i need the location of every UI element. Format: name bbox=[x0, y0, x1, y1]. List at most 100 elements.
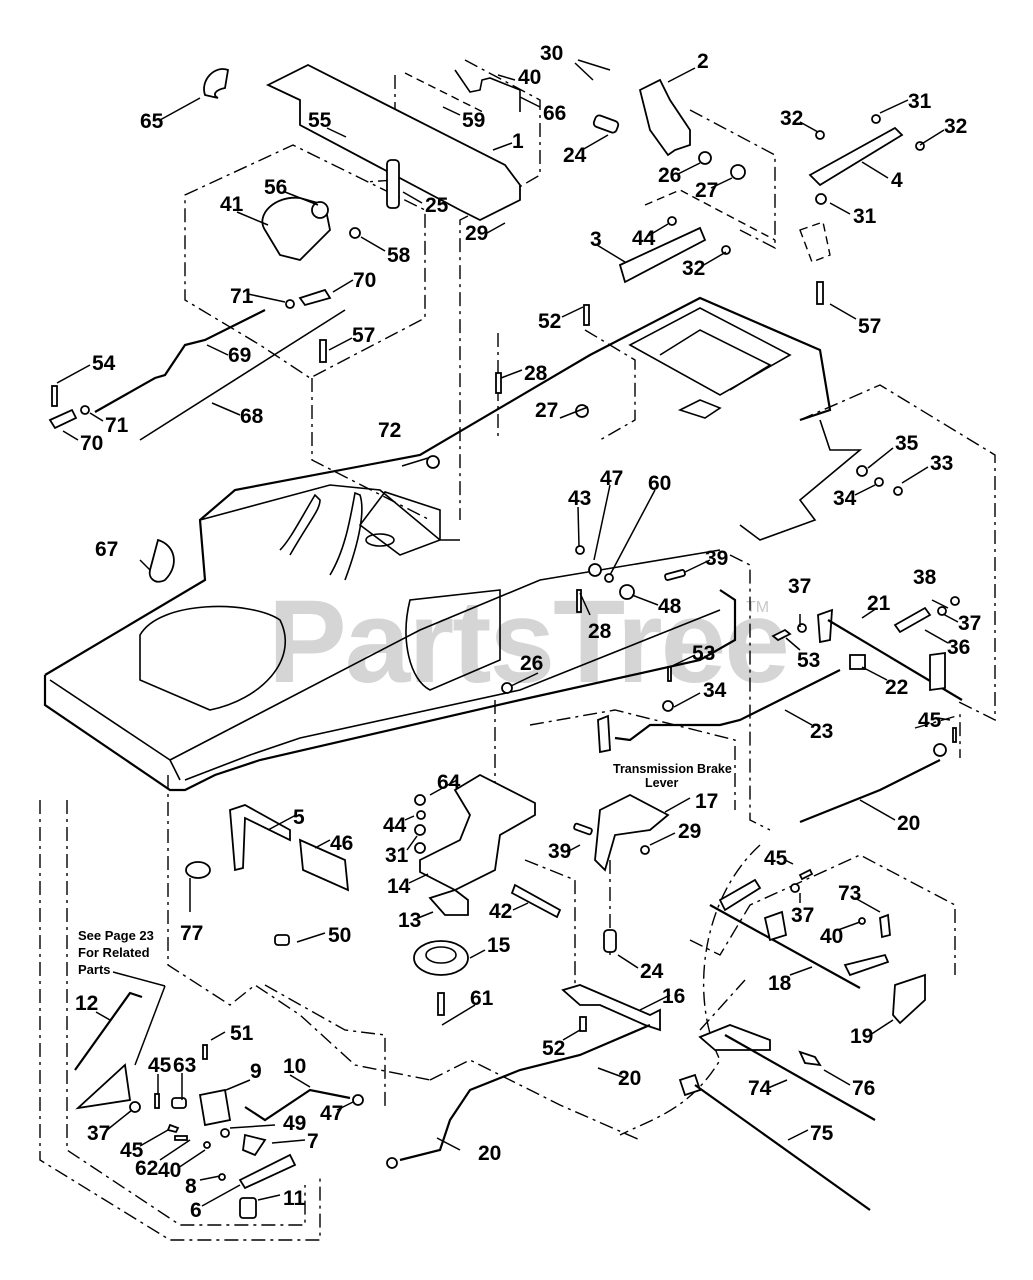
callout-29: 29 bbox=[465, 222, 488, 245]
group-outline-10 bbox=[264, 984, 386, 1110]
callout-52: 52 bbox=[542, 1037, 565, 1060]
frame-side-rail bbox=[169, 549, 721, 761]
group-line-right-vert bbox=[729, 554, 771, 831]
callout-75: 75 bbox=[810, 1122, 834, 1145]
frame-tunnel bbox=[199, 484, 460, 541]
group-outline-gear bbox=[184, 144, 426, 379]
callout-55: 55 bbox=[308, 109, 332, 132]
group-outline-cable bbox=[429, 1059, 641, 1141]
callout-77: 77 bbox=[180, 922, 203, 945]
part-21-arm-b bbox=[929, 651, 946, 692]
callout-58: 58 bbox=[387, 244, 411, 267]
part-37-washer-b bbox=[937, 606, 947, 616]
part-47-washer-a bbox=[588, 563, 602, 577]
part-71-nut-a bbox=[285, 299, 295, 309]
part-68-leader-line bbox=[139, 309, 346, 441]
part-19-plate bbox=[892, 973, 926, 1025]
part-56-washer bbox=[311, 201, 329, 219]
part-24-bolt bbox=[592, 114, 620, 134]
callout-38: 38 bbox=[913, 566, 937, 589]
callout-28: 28 bbox=[524, 362, 548, 385]
callout-2: 2 bbox=[697, 50, 709, 73]
part-70-clevis-a bbox=[298, 288, 332, 307]
part-15-pulley-hub bbox=[425, 946, 457, 964]
part-45-pin-d bbox=[166, 1123, 180, 1134]
part-45-pin-c bbox=[154, 1093, 160, 1109]
callout-40: 40 bbox=[518, 66, 541, 89]
callout-4: 4 bbox=[891, 169, 903, 192]
callout-40: 40 bbox=[158, 1159, 181, 1182]
chassis-frame bbox=[43, 296, 863, 792]
part-38-nut bbox=[950, 596, 960, 606]
group-outline-bottom-left-inner bbox=[66, 800, 306, 1226]
callout-34: 34 bbox=[833, 487, 857, 510]
part-74-rod bbox=[724, 1034, 876, 1121]
callout-42: 42 bbox=[489, 900, 512, 923]
callout-12: 12 bbox=[75, 992, 98, 1015]
group-outline-pedal bbox=[167, 775, 431, 1081]
part-15-pulley bbox=[413, 940, 469, 976]
part-22-block bbox=[849, 654, 866, 670]
callout-46: 46 bbox=[330, 832, 353, 855]
part-18-arm-b bbox=[843, 953, 890, 977]
callout-28: 28 bbox=[588, 620, 612, 643]
callout-48: 48 bbox=[658, 595, 682, 618]
callout-13: 13 bbox=[398, 909, 421, 932]
part-28-screw-a bbox=[495, 372, 502, 394]
part-70-clevis-b bbox=[48, 408, 78, 430]
part-12-plate bbox=[75, 1063, 132, 1110]
callout-31: 31 bbox=[385, 844, 409, 867]
part-63-sleeve bbox=[171, 1097, 187, 1109]
callout-32: 32 bbox=[944, 115, 967, 138]
callout-37: 37 bbox=[958, 612, 981, 635]
callout-39: 39 bbox=[705, 547, 728, 570]
part-51-pin bbox=[202, 1044, 208, 1060]
callout-64: 64 bbox=[437, 771, 461, 794]
callout-22: 22 bbox=[885, 676, 908, 699]
callout-23: 23 bbox=[810, 720, 833, 743]
part-52-screw-b bbox=[579, 1016, 587, 1032]
callout-62: 62 bbox=[135, 1157, 158, 1180]
callout-29: 29 bbox=[678, 820, 701, 843]
callout-35: 35 bbox=[895, 432, 919, 455]
part-54-bolt bbox=[51, 385, 58, 407]
callout-21: 21 bbox=[867, 592, 891, 615]
callout-45: 45 bbox=[148, 1054, 172, 1077]
frame-battery-box bbox=[628, 307, 792, 396]
part-9-bracket bbox=[198, 1088, 232, 1127]
part-75-rod bbox=[694, 1084, 871, 1211]
frame-battery-box-inner bbox=[659, 329, 772, 391]
callout-41: 41 bbox=[220, 193, 244, 216]
part-40-nut-b bbox=[858, 917, 866, 925]
callout-44: 44 bbox=[383, 814, 407, 837]
group-outline-hood bbox=[689, 109, 776, 250]
callout-9: 9 bbox=[250, 1060, 262, 1083]
part-71-nut-b bbox=[80, 405, 90, 415]
part-21-arm-a bbox=[817, 608, 833, 644]
part-6-plate bbox=[238, 1153, 297, 1190]
part-24-fitting bbox=[603, 929, 617, 953]
callout-71: 71 bbox=[105, 414, 129, 437]
frame-outline-top bbox=[44, 296, 832, 676]
callout-8: 8 bbox=[185, 1175, 197, 1198]
part-43-nut bbox=[575, 545, 585, 555]
frame-pedal-slot-1 bbox=[279, 493, 321, 556]
callout-39: 39 bbox=[548, 840, 571, 863]
part-77-plate bbox=[185, 861, 211, 879]
part-27-nut bbox=[730, 164, 746, 180]
part-11-switch bbox=[239, 1197, 257, 1219]
callout-73: 73 bbox=[838, 882, 861, 905]
part-62-pin bbox=[174, 1135, 188, 1141]
callout-43: 43 bbox=[568, 487, 591, 510]
part-40-nut-c bbox=[203, 1141, 211, 1149]
part-36-spring bbox=[893, 606, 932, 634]
callout-76: 76 bbox=[852, 1077, 875, 1100]
callout-27: 27 bbox=[695, 179, 718, 202]
note-transmission-brake-lever-line2: Lever bbox=[645, 776, 678, 790]
group-line-66 bbox=[404, 72, 486, 114]
callout-50: 50 bbox=[328, 924, 351, 947]
part-76-clip bbox=[798, 1050, 822, 1067]
callout-6: 6 bbox=[190, 1199, 202, 1222]
callout-45: 45 bbox=[764, 847, 788, 870]
